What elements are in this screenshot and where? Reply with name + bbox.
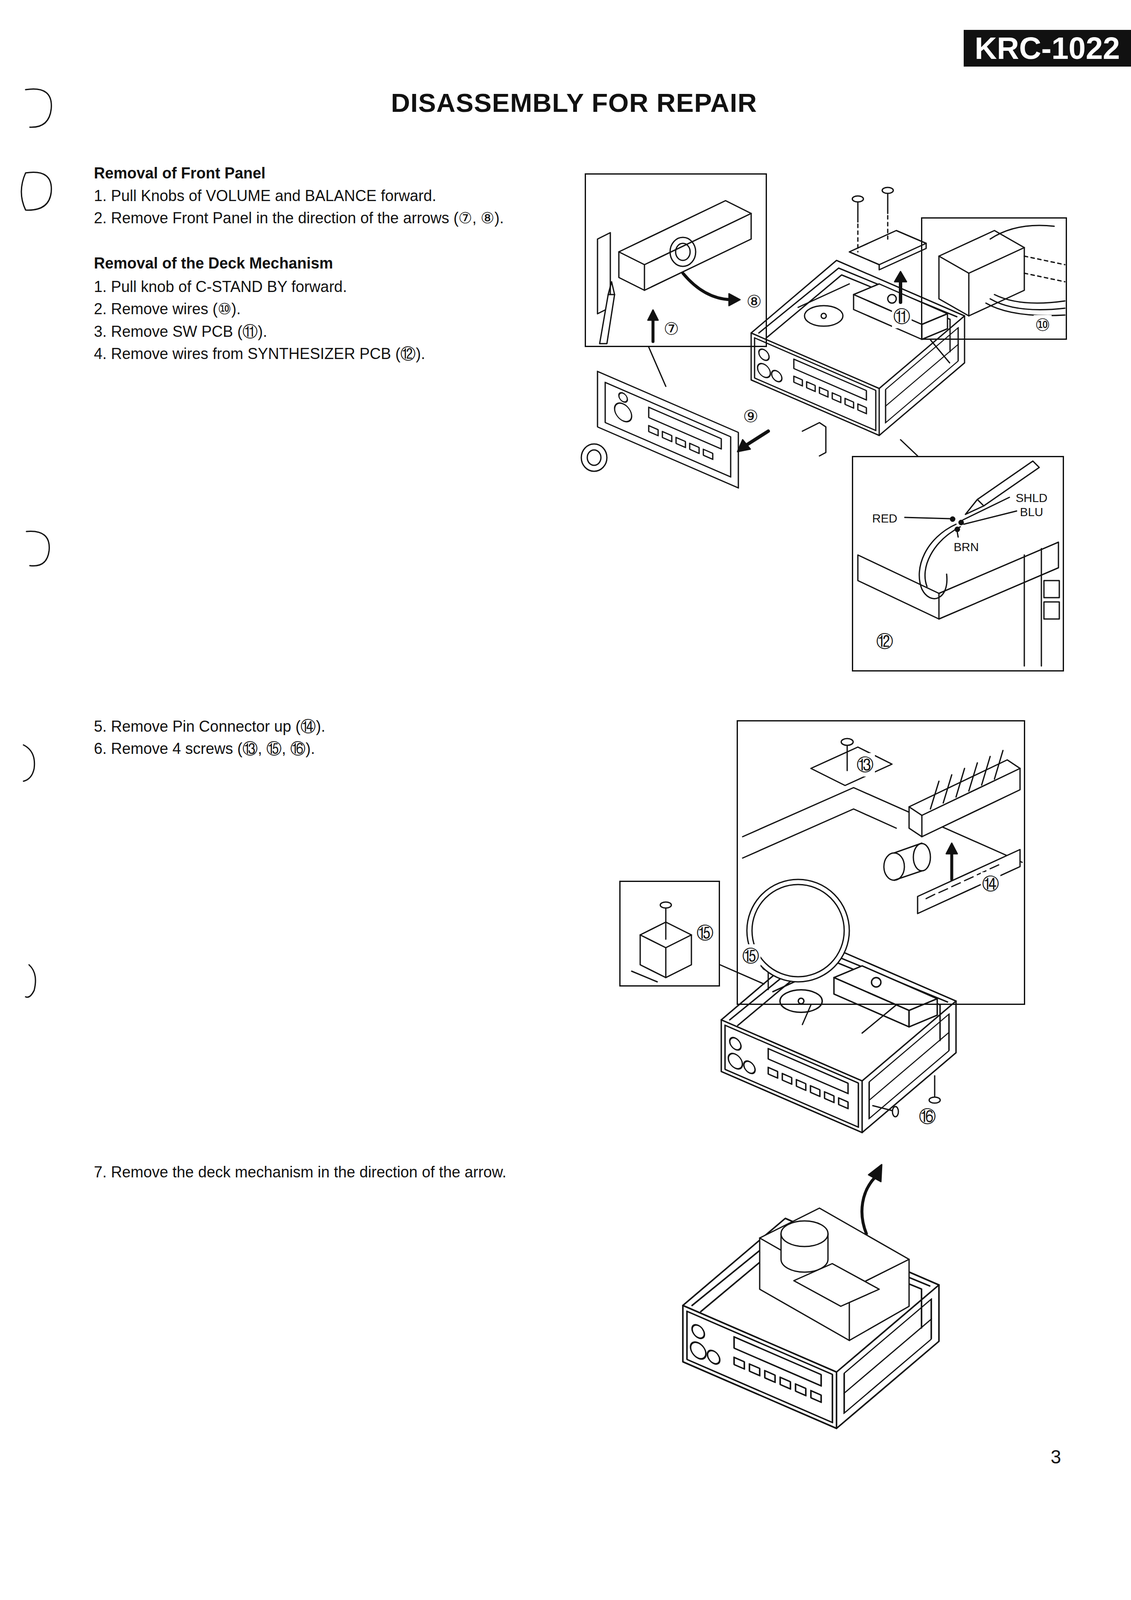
section-heading: Removal of the Deck Mechanism — [93, 254, 333, 273]
section-heading: Removal of Front Panel — [93, 164, 266, 183]
inset-frame: ⑬⑭ — [736, 719, 1026, 1005]
instruction-text: 2. Remove Front Panel in the direction o… — [93, 209, 504, 228]
instruction-text: 4. Remove wires from SYNTHESIZER PCB (⑫)… — [93, 343, 426, 365]
wire-color: BRN — [952, 540, 980, 554]
inset-frame: ⑦⑧ — [584, 173, 767, 347]
callout-number: ⑬ — [855, 752, 875, 777]
page-title: DISASSEMBLY FOR REPAIR — [390, 87, 758, 118]
callout-number: ⑨ — [741, 406, 760, 426]
inset-frame: ⑮ — [619, 880, 720, 987]
model-tag: KRC-1022 — [963, 29, 1131, 67]
wire-color: SHLD — [1014, 491, 1050, 505]
wire-color: BLU — [1018, 505, 1045, 519]
wire-color: RED — [870, 511, 899, 526]
callout-number: ⑫ — [874, 629, 895, 653]
callout-number: ⑭ — [980, 871, 1001, 896]
inset-frame: ⑩ — [921, 217, 1067, 340]
callout-number: ⑦ — [662, 318, 681, 339]
callout-number: ⑪ — [891, 304, 912, 329]
page-number: 3 — [1050, 1445, 1062, 1468]
instruction-text: 1. Pull Knobs of VOLUME and BALANCE forw… — [93, 186, 437, 205]
inset-frame: SHLD RED BLU BRN ⑫ — [851, 455, 1064, 672]
instruction-text: 3. Remove SW PCB (⑪). — [93, 321, 268, 343]
callout-number: ⑮ — [740, 944, 761, 968]
instruction-text: 7. Remove the deck mechanism in the dire… — [93, 1163, 507, 1181]
callout-number: ⑯ — [917, 1104, 938, 1129]
callout-number: ⑧ — [745, 291, 764, 312]
instruction-text: 6. Remove 4 screws (⑬, ⑮, ⑯). — [93, 738, 315, 760]
instruction-text: 5. Remove Pin Connector up (⑭). — [93, 716, 326, 738]
instruction-text: 2. Remove wires (⑩). — [93, 300, 241, 318]
callout-number: ⑩ — [1033, 314, 1052, 335]
callout-number: ⑮ — [695, 921, 715, 945]
instruction-text: 1. Pull knob of C-STAND BY forward. — [93, 277, 347, 296]
